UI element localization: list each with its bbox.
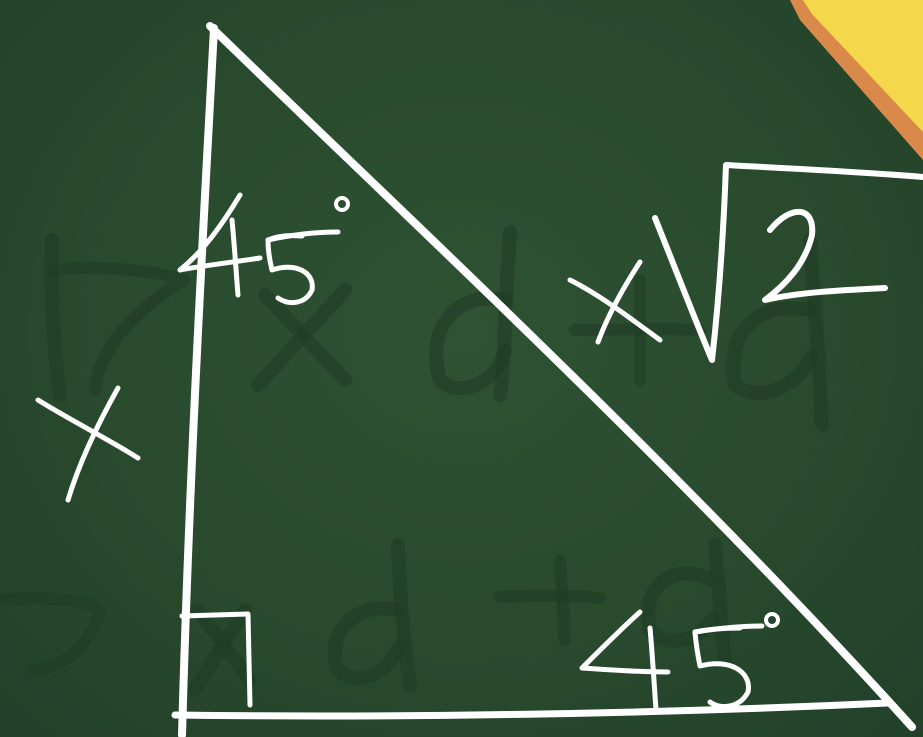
- label-leg-x: [35, 385, 141, 503]
- right-triangle: [171, 22, 916, 737]
- label-top-angle-45-degrees: [177, 192, 350, 305]
- label-hypotenuse-x-root-2: [567, 162, 923, 363]
- pencil: [790, 0, 923, 160]
- erased-chalk-marks: [0, 225, 829, 697]
- label-bottom-angle-45-degrees: [579, 609, 780, 713]
- right-angle-marker: [179, 611, 253, 708]
- hypotenuse-line: [206, 22, 916, 731]
- horizontal-leg: [171, 699, 892, 720]
